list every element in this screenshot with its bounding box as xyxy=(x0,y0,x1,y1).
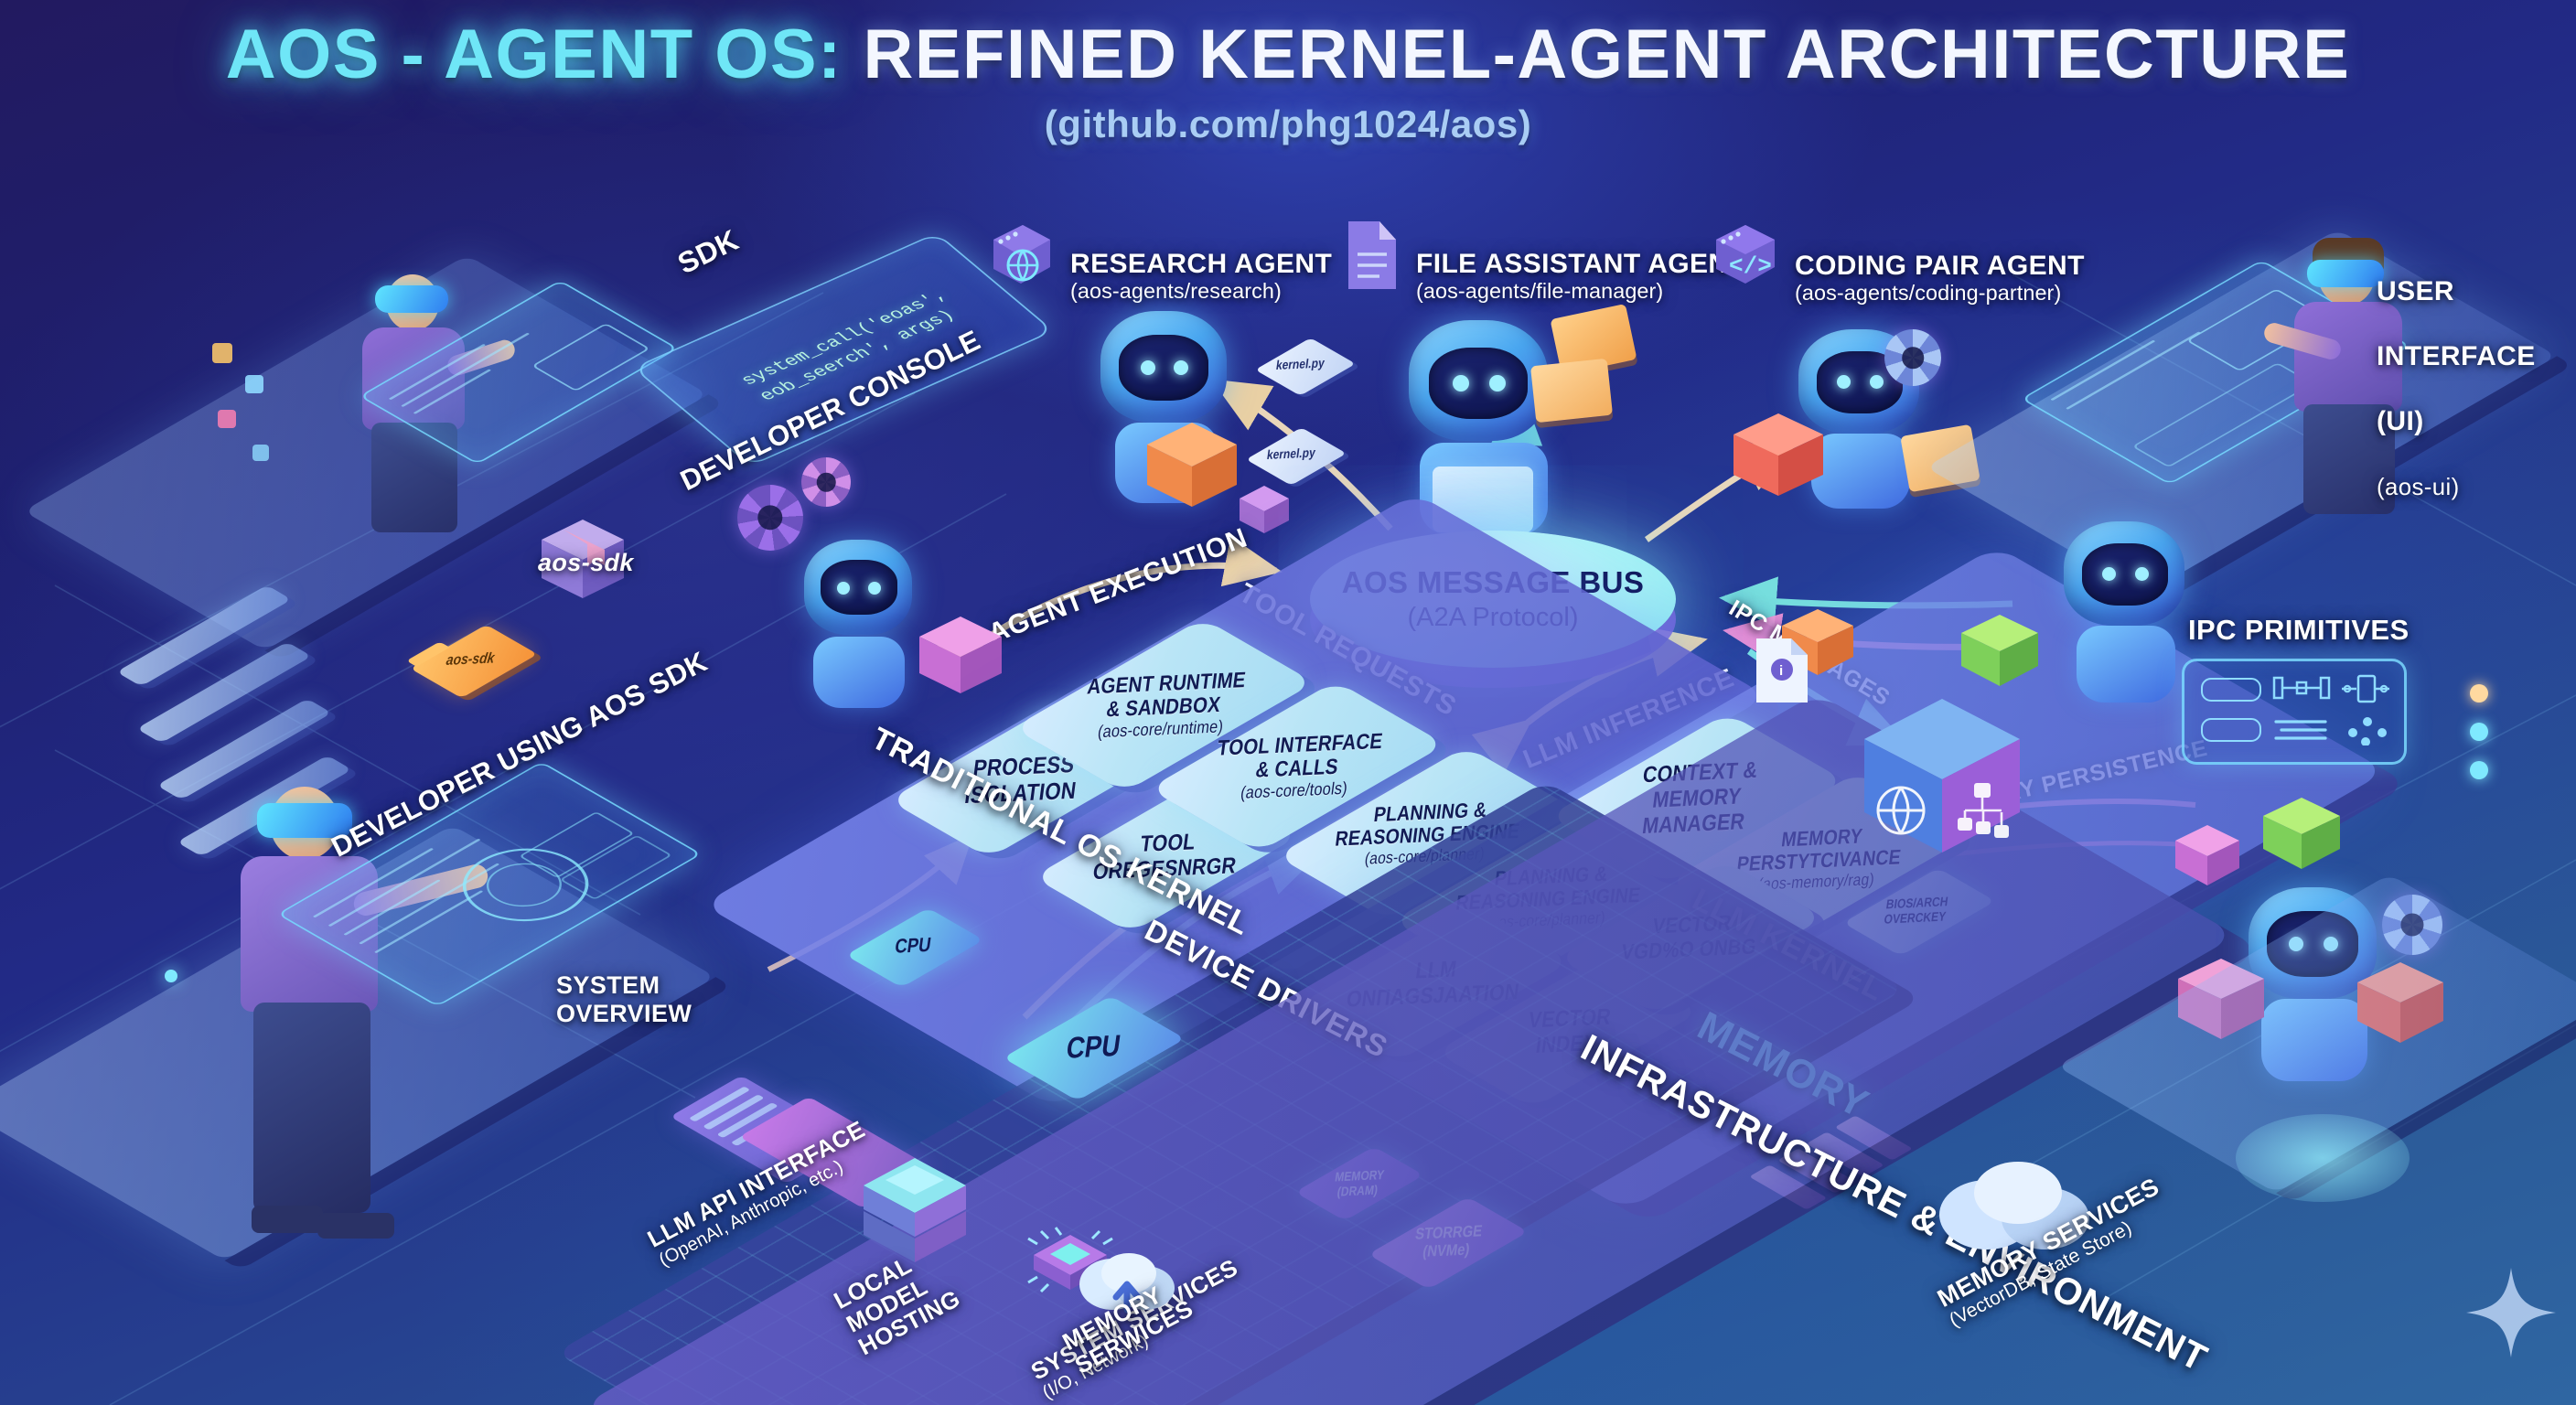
cloud-icon xyxy=(1930,1149,2104,1262)
globe-browser-icon xyxy=(986,220,1056,289)
floating-square-4 xyxy=(252,445,269,461)
socket-icon xyxy=(2340,674,2391,703)
agent-label-coding-pair: CODING PAIR AGENT (aos-agents/coding-par… xyxy=(1795,250,2085,306)
gear-icon xyxy=(801,457,851,507)
file-card-kernel-py: kernel.py xyxy=(1255,338,1356,396)
status-dot-cyan xyxy=(2470,723,2488,741)
signal-lines-icon xyxy=(2272,718,2331,742)
network-node-cube-icon xyxy=(1855,695,2029,856)
floating-square-1 xyxy=(212,343,232,363)
orange-cube-icon xyxy=(1142,421,1242,509)
notification-file-icon: i xyxy=(1749,631,1815,710)
file-card-kernel-py: kernel.py xyxy=(1246,427,1347,486)
aos-sdk-label: aos-sdk xyxy=(538,549,634,576)
status-dot-amber xyxy=(2470,684,2488,702)
pipe-icon xyxy=(2201,678,2261,702)
green-cube-icon xyxy=(1958,613,2042,688)
cloud-upload-icon xyxy=(1068,1240,1187,1328)
glow-pad xyxy=(2236,1114,2410,1202)
broadcast-icon xyxy=(2345,716,2391,746)
developer-figure-bottom xyxy=(233,768,490,1281)
purple-cube-icon xyxy=(1237,485,1292,534)
floating-square-2 xyxy=(245,375,263,393)
user-interface-label: USER INTERFACE (UI) (aos-ui) xyxy=(2377,276,2536,500)
gear-icon xyxy=(1884,329,1941,386)
sparkle-icon xyxy=(2461,1262,2561,1363)
aos-sdk-folder-label: aos-sdk xyxy=(445,649,496,670)
ui-user-figure xyxy=(2261,238,2442,520)
gear-icon xyxy=(737,485,803,551)
file-icon-orange xyxy=(1530,358,1614,424)
green-cube-icon xyxy=(2259,796,2344,871)
title-rest: REFINED KERNEL-AGENT ARCHITECTURE xyxy=(842,16,2351,93)
pink-cube-icon xyxy=(915,615,1006,695)
sdk-badge-label: SDK xyxy=(672,222,744,281)
server-stack-icon xyxy=(851,1143,979,1262)
title-subtitle: (github.com/phg1024/aos) xyxy=(1044,102,1532,145)
aos-sdk-folder-icon: aos-sdk xyxy=(410,624,538,699)
cpu-chip-small-label: CPU xyxy=(893,934,933,959)
red-cube-icon xyxy=(1729,412,1828,498)
shared-memory-icon xyxy=(2272,676,2331,700)
ipc-primitives-panel xyxy=(2182,659,2407,765)
cpu-chip-main-label: CPU xyxy=(1064,1029,1123,1066)
system-overview-label: SYSTEM OVERVIEW xyxy=(556,971,692,1028)
magenta-cube-icon xyxy=(2172,823,2243,887)
aos-sdk-package-icon xyxy=(523,512,642,604)
queue-icon xyxy=(2201,718,2261,742)
floating-square-3 xyxy=(218,410,236,428)
agent-label-research: RESEARCH AGENT (aos-agents/research) xyxy=(1070,248,1333,304)
code-window-icon: </> xyxy=(1709,220,1780,291)
title-highlight: AOS - AGENT OS: xyxy=(225,16,843,93)
microchip-icon xyxy=(1015,1220,1125,1312)
document-icon xyxy=(1343,216,1401,295)
right-robot-upper xyxy=(2040,521,2214,713)
page-title: AOS - AGENT OS: REFINED KERNEL-AGENT ARC… xyxy=(0,20,2576,146)
kernel-side-robot xyxy=(782,540,938,723)
glow-dot xyxy=(165,970,177,982)
agent-label-file-assistant: FILE ASSISTANT AGENT (aos-agents/file-ma… xyxy=(1416,248,1746,304)
svg-text:i: i xyxy=(1779,663,1783,679)
svg-text:</>: </> xyxy=(1729,252,1772,280)
ipc-primitives-title: IPC PRIMITIVES xyxy=(2188,614,2410,646)
status-dot-cyan xyxy=(2470,761,2488,779)
